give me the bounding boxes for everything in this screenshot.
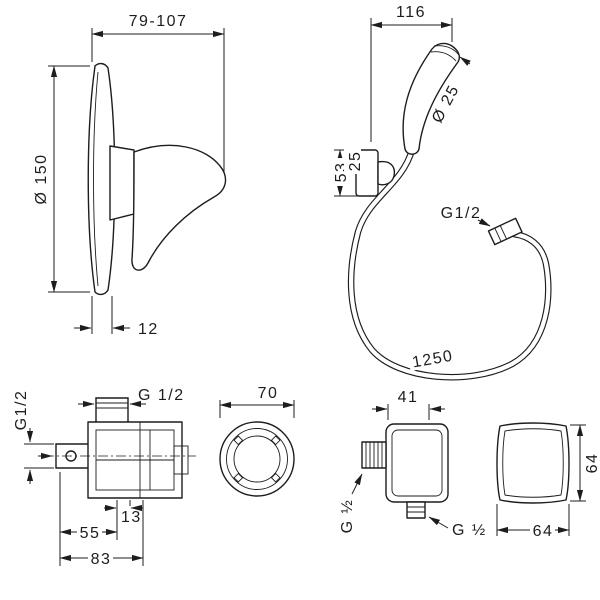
hose-connector-nut (487, 217, 523, 246)
dim-depth-mid: 55 (80, 525, 101, 542)
outlet-body-inner (391, 429, 443, 497)
dim-escutcheon-height: 64 (584, 453, 600, 474)
dim-lines-outlet-width (372, 404, 445, 420)
rosette-outer-circle (219, 421, 295, 497)
spray-face-leader (459, 56, 471, 66)
outlet-side-thread-stub (361, 441, 387, 469)
dim-53-bg (330, 158, 347, 186)
figure-valve-front-view: 70 (219, 385, 295, 497)
dim-plate-diameter: Ø 150 (33, 153, 50, 204)
dim-lines-side-thread (24, 428, 54, 484)
dim-64w-bg (530, 521, 555, 538)
valve-body (87, 421, 189, 499)
escutcheon-outer (496, 422, 570, 504)
dim-hose-length: 1250 (411, 348, 455, 372)
rosette-tabs (233, 435, 281, 483)
dim-lines-rough-in (219, 400, 295, 418)
dim-holder-width: 25 (347, 151, 364, 172)
rosette-mid-circle (226, 428, 288, 490)
dim-outlet-side-thread: G ½ (339, 499, 356, 534)
figure-outlet-escutcheon: 64 64 (496, 422, 600, 540)
dim-depth-front: 13 (121, 509, 142, 526)
dim-overall-width: 116 (396, 4, 426, 21)
outlet-body (385, 423, 449, 503)
hand-shower-body (402, 42, 461, 155)
shower-holder-hook (377, 160, 396, 186)
spray-face-line (430, 51, 457, 62)
dim-rough-in-diameter: 70 (258, 385, 279, 402)
handle-lever (131, 144, 227, 271)
dim-lines-plate-thickness (74, 296, 130, 334)
outlet-side-thread-arrow (351, 473, 363, 495)
dim-25-bg (344, 148, 361, 174)
figure-hand-shower: 1250 116 Ø 25 (330, 4, 552, 381)
dim-55-bg (77, 524, 102, 541)
dim-83-bg (88, 550, 113, 567)
handle-base (109, 145, 135, 221)
hose-length-label: 1250 (407, 345, 458, 372)
dim-plate-thickness: 12 (138, 321, 159, 338)
hose-thread-arrow (477, 218, 491, 227)
dim-depth-total: 83 (91, 551, 112, 568)
spray-cap-line (433, 45, 460, 56)
valve-top-pipe (95, 397, 129, 423)
shower-hose-inner (349, 147, 551, 380)
dim-side-thread: G1/2 (13, 390, 30, 431)
figure-wall-outlet: 41 G ½ G ½ (339, 389, 487, 539)
figure-mixer-side-view: 79-107 Ø 150 12 (33, 13, 227, 338)
dim-escutcheon-width: 64 (533, 523, 554, 540)
outlet-bottom-thread-arrow (428, 516, 449, 529)
dim-installation-depth: 79-107 (129, 13, 188, 30)
dim-lines-plate-diameter (48, 65, 90, 293)
dim-top-thread: G 1/2 (138, 387, 185, 404)
dim-lines-escutcheon-height (570, 424, 586, 502)
escutcheon-inner (502, 428, 564, 498)
plate-inner-line (93, 71, 99, 287)
dim-lines-overall-width (370, 18, 453, 142)
figure-valve-cross-section: G1/2 G 1/2 13 55 83 (13, 387, 196, 568)
outlet-bottom-stub (406, 501, 426, 519)
dim-outlet-width: 41 (398, 389, 419, 406)
dim-hose-thread: G1/2 (441, 205, 482, 222)
dim-outlet-bottom-thread: G ½ (452, 522, 487, 539)
dim-lines-installation-depth (91, 28, 225, 172)
rosette-inner-circle (233, 435, 281, 483)
